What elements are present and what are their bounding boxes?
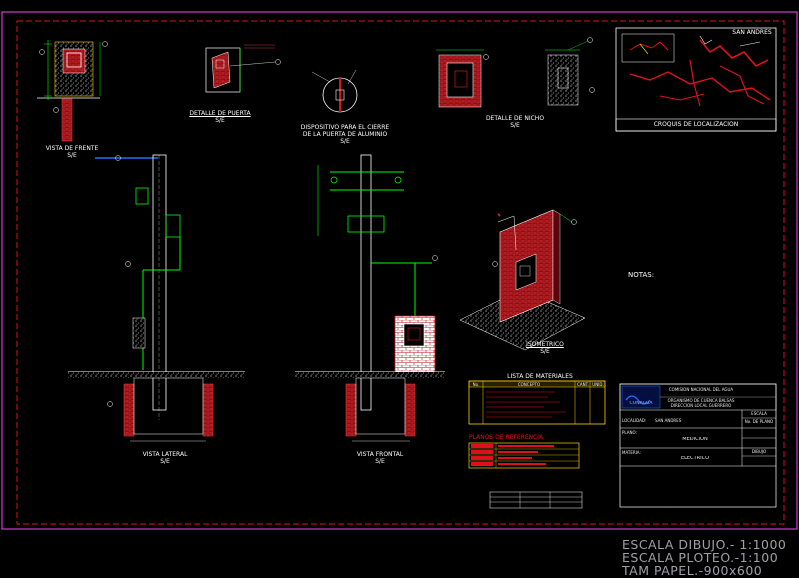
vista-frente-scale: S/E <box>67 152 77 159</box>
scale-papel: TAM PAPEL.-900x600 <box>622 563 763 578</box>
inner-border <box>16 20 785 525</box>
outer-border <box>1 11 798 530</box>
croquis-map <box>615 27 777 132</box>
vista-frente-title: VISTA DE FRENTE <box>45 145 99 152</box>
isometrico-drawing <box>459 209 586 351</box>
dibujo-label: DIBUJO <box>751 449 767 454</box>
vista-frontal-drawing <box>295 154 445 442</box>
vista-frente-drawing <box>37 40 108 142</box>
vista-lateral-title: VISTA LATERAL <box>142 451 188 458</box>
org-line-3: DIRECCION LOCAL GUERRERO <box>670 403 732 408</box>
dispositivo-title: DISPOSITIVO PARA EL CIERRE DE LA PUERTA … <box>300 124 390 138</box>
detalle-puerta-drawing <box>205 44 281 93</box>
escala-label: ESCALA <box>751 411 767 416</box>
materiales-header-cant: CANT. <box>577 382 589 387</box>
materia-label: MATERIA: <box>622 450 641 455</box>
vista-lateral-drawing <box>68 154 245 442</box>
croquis-title: CROQUIS DE LOCALIZACION <box>653 121 739 128</box>
localidad-label: LOCALIDAD: <box>622 418 647 423</box>
materiales-header-concepto: CONCEPTO <box>517 382 541 387</box>
materiales-table <box>468 380 606 425</box>
vista-frontal-title: VISTA FRONTAL <box>356 451 404 458</box>
org-line-1: COMISION NACIONAL DEL AGUA <box>668 387 734 392</box>
vista-lateral-scale: S/E <box>160 458 170 465</box>
conagua-logo: CONAGUA <box>629 401 653 406</box>
plano-value: MEDICION <box>682 437 708 442</box>
drawing-sheet <box>1 11 798 530</box>
planos-table <box>468 442 583 509</box>
dispositivo-scale: S/E <box>340 138 350 145</box>
plano-label: PLANO: <box>622 430 637 435</box>
dispositivo-drawing <box>311 69 358 113</box>
vista-frontal-scale: S/E <box>375 458 385 465</box>
isometrico-scale: S/E <box>540 348 550 355</box>
detalle-nicho-title: DETALLE DE NICHO <box>485 115 545 122</box>
map-town-label: SAN ANDRES <box>732 29 772 36</box>
materia-value: ELECTRICO <box>680 456 710 461</box>
materiales-header-unid: UNID. <box>592 382 604 387</box>
scale-ploteo: ESCALA PLOTEO.-1:100 <box>622 550 779 565</box>
materiales-header-no: No. <box>472 382 480 387</box>
notas-title: NOTAS: <box>628 271 655 279</box>
isometrico-title: ISOMETRICO <box>526 341 564 348</box>
detalle-nicho-drawing <box>436 37 595 108</box>
materiales-title: LISTA DE MATERIALES <box>507 373 573 380</box>
title-block <box>619 383 777 508</box>
no-plano-label: No. DE PLANO <box>744 419 774 424</box>
localidad-value: SAN ANDRES <box>655 418 682 423</box>
scale-footer: ESCALA DIBUJO.- 1:1000 ESCALA PLOTEO.-1:… <box>622 538 798 577</box>
detalle-nicho-scale: S/E <box>510 122 520 129</box>
org-line-2: ORGANISMO DE CUENCA BALSAS <box>667 398 735 403</box>
planos-title: PLANOS DE REFERENCIA <box>469 434 544 441</box>
detalle-puerta-title: DETALLE DE PUERTA <box>189 110 251 117</box>
scale-dibujo: ESCALA DIBUJO.- 1:1000 <box>622 537 787 552</box>
detalle-puerta-scale: S/E <box>215 117 225 124</box>
